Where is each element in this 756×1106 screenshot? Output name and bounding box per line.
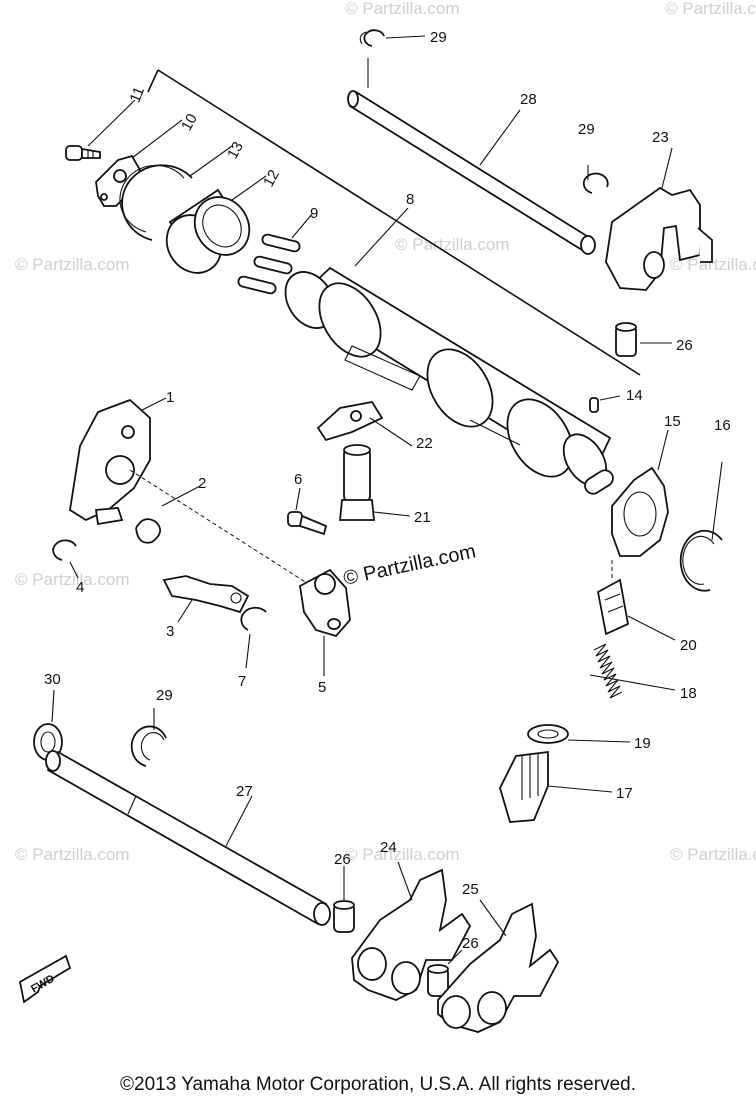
- callout-17: 17: [616, 785, 633, 802]
- pin-14: [589, 395, 621, 413]
- callout-24: 24: [380, 839, 397, 856]
- shaft-28: [347, 90, 596, 255]
- plug-bolt-17: [499, 750, 613, 823]
- callout-5: 5: [318, 679, 326, 696]
- watermark-center-lower: © Partzilla.com: [345, 845, 460, 864]
- callout-27: 27: [236, 783, 253, 800]
- callout-21: 21: [414, 509, 431, 526]
- circlip-7: [240, 606, 267, 669]
- callout-30: 30: [44, 671, 61, 688]
- washer-19: [527, 724, 631, 744]
- callout-19: 19: [634, 735, 651, 752]
- pins-9: [237, 213, 313, 295]
- callout-10: 10: [178, 111, 201, 134]
- callout-22: 22: [416, 435, 433, 452]
- callout-29-lower: 29: [156, 687, 173, 704]
- segment-10: [95, 119, 183, 207]
- guide-pin-26-top: [615, 322, 672, 357]
- copyright-notice: ©2013 Yamaha Motor Corporation, U.S.A. A…: [120, 1074, 636, 1095]
- forward-arrow-icon: FWD: [18, 954, 72, 1004]
- screw-11: [65, 99, 136, 161]
- circlip-4: [52, 539, 79, 579]
- spring-18: [589, 643, 676, 699]
- watermark-top-right: © Partzilla.com: [665, 0, 756, 18]
- callout-15: 15: [664, 413, 681, 430]
- shift-fork-25: [437, 899, 560, 1033]
- callout-9: 9: [310, 205, 318, 222]
- watermark-top: © Partzilla.com: [345, 0, 460, 18]
- callout-1: 1: [166, 389, 174, 406]
- guide-pin-26-right: [427, 949, 463, 997]
- stopper-plate-22: [316, 401, 413, 447]
- circlip-16: [679, 461, 723, 592]
- shift-fork-23: [605, 147, 713, 291]
- callout-labels: 29 28 29 23 26 11 10 13 12 9 8 14 15 16 …: [44, 29, 731, 952]
- callout-26-top: 26: [676, 337, 693, 354]
- callout-7: 7: [238, 673, 246, 690]
- callout-2: 2: [198, 475, 206, 492]
- watermark-right-upper: © Partzilla.com: [670, 255, 756, 274]
- watermark-center-upper: © Partzilla.com: [395, 235, 510, 254]
- watermark-left-upper: © Partzilla.com: [15, 255, 130, 274]
- shift-arm-1: [69, 397, 311, 586]
- callout-25: 25: [462, 881, 479, 898]
- shift-fork-24: [351, 861, 472, 1001]
- callout-29-mid: 29: [578, 121, 595, 138]
- faint-watermarks: © Partzilla.com © Partzilla.com © Partzi…: [15, 0, 756, 864]
- callout-3: 3: [166, 623, 174, 640]
- watermark-main: © Partzilla.com: [341, 540, 477, 590]
- callout-8: 8: [406, 191, 414, 208]
- callout-11: 11: [127, 84, 149, 105]
- circlip-13: [119, 145, 233, 241]
- shaft-27: [45, 750, 331, 926]
- callout-26-right: 26: [462, 935, 479, 952]
- bolt-21: [339, 444, 411, 521]
- circlip-29-top: [359, 29, 426, 88]
- callout-14: 14: [626, 387, 643, 404]
- callout-28: 28: [520, 91, 537, 108]
- callout-29-top: 29: [430, 29, 447, 46]
- watermark-left-lower: © Partzilla.com: [15, 845, 130, 864]
- circlip-29-mid: [582, 165, 609, 194]
- callout-12: 12: [260, 167, 283, 190]
- watermark-right-lower: © Partzilla.com: [670, 845, 756, 864]
- bearing-12: [165, 175, 267, 274]
- callout-20: 20: [680, 637, 697, 654]
- screw-6: [287, 487, 328, 536]
- link-3: [162, 575, 250, 623]
- lever-5: [299, 568, 351, 676]
- shift-drum-8: [284, 207, 614, 495]
- callout-4: 4: [76, 579, 84, 596]
- washer-30: [33, 689, 63, 761]
- callout-23: 23: [652, 129, 669, 146]
- watermark-left-middle: © Partzilla.com: [15, 570, 130, 589]
- callout-6: 6: [294, 471, 302, 488]
- callout-26-left: 26: [334, 851, 351, 868]
- assembly-leader-bar: [147, 69, 641, 376]
- callout-13: 13: [224, 139, 247, 162]
- spring-2: [135, 485, 201, 544]
- detent-20: [596, 560, 676, 641]
- cam-15: [611, 429, 669, 557]
- callout-18: 18: [680, 685, 697, 702]
- circlip-29-lower: [130, 708, 167, 767]
- guide-pin-26-left: [333, 866, 355, 933]
- callout-16: 16: [714, 417, 731, 434]
